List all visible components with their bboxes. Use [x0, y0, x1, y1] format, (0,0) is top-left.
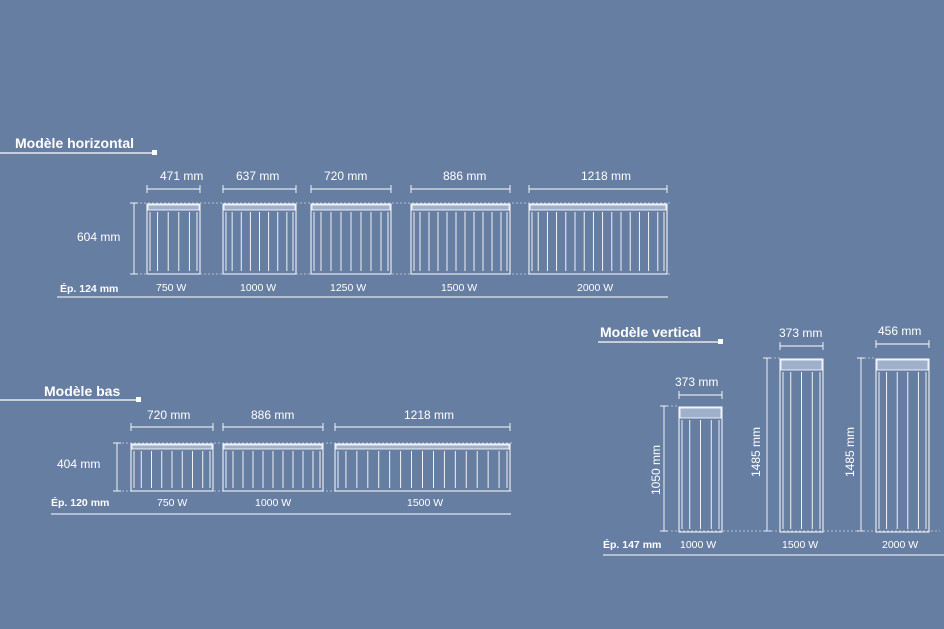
low-power-label: 750 W: [157, 497, 188, 509]
horizontal-power-label: 1000 W: [240, 282, 277, 294]
vertical-depth-label: Ép. 147 mm: [603, 539, 662, 551]
radiator-low-cap: [131, 444, 213, 450]
radiator-horizontal: [222, 203, 297, 275]
radiator-vertical: [875, 358, 930, 533]
horizontal-power-label: 2000 W: [577, 282, 614, 294]
radiator-low-frame: [334, 443, 511, 492]
vertical-height-label: 1485 mm: [749, 426, 763, 478]
horizontal-width-label: 1218 mm: [581, 169, 632, 183]
vertical-power-label: 1500 W: [782, 539, 819, 551]
radiator-low-frame: [222, 443, 324, 492]
radiator-vertical-frame: [779, 358, 824, 533]
vertical-width-label: 373 mm: [779, 326, 823, 340]
low-width-label: 1218 mm: [404, 408, 455, 422]
radiator-horizontal-frame: [310, 203, 392, 275]
radiator-low: [130, 443, 214, 492]
radiator-horizontal: [410, 203, 511, 275]
radiator-horizontal: [310, 203, 392, 275]
low-width-label: 886 mm: [251, 408, 295, 422]
horizontal-width-label: 720 mm: [324, 169, 368, 183]
vertical-power-label: 2000 W: [882, 539, 919, 551]
vertical-width-label: 373 mm: [675, 375, 719, 389]
low-width-label: 720 mm: [147, 408, 191, 422]
low-power-label: 1500 W: [407, 497, 444, 509]
radiator-horizontal-frame: [528, 203, 668, 275]
horizontal-title: Modèle horizontal: [15, 135, 134, 151]
radiator-horizontal-cap: [529, 204, 667, 211]
vertical-width-label: 456 mm: [878, 324, 922, 338]
radiator-vertical-frame: [875, 358, 930, 533]
radiator-horizontal-cap: [147, 204, 200, 211]
horizontal-width-label: 637 mm: [236, 169, 280, 183]
radiator-horizontal-cap: [311, 204, 391, 211]
vertical-title-rule-end: [718, 339, 723, 344]
radiator-horizontal-frame: [222, 203, 297, 275]
radiator-horizontal-cap: [411, 204, 510, 211]
low-power-label: 1000 W: [255, 497, 292, 509]
vertical-title: Modèle vertical: [600, 324, 702, 340]
radiator-low-cap: [335, 444, 510, 450]
low-depth-label: Ép. 120 mm: [51, 497, 110, 509]
radiator-low-frame: [130, 443, 214, 492]
horizontal-power-label: 1500 W: [441, 282, 478, 294]
horizontal-width-label: 471 mm: [160, 169, 204, 183]
radiator-horizontal-frame: [410, 203, 511, 275]
horizontal-width-label: 886 mm: [443, 169, 487, 183]
vertical-power-label: 1000 W: [680, 539, 717, 551]
radiator-vertical-cap: [780, 359, 823, 371]
radiator-vertical: [678, 406, 723, 533]
horizontal-title-rule-end: [152, 150, 157, 155]
radiator-vertical-frame: [678, 406, 723, 533]
horizontal-power-label: 1250 W: [330, 282, 367, 294]
horizontal-height-label: 604 mm: [77, 230, 121, 244]
radiator-horizontal-frame: [146, 203, 201, 275]
radiator-vertical-cap: [876, 359, 929, 371]
radiator-low: [334, 443, 511, 492]
vertical-height-label: 1050 mm: [649, 444, 663, 496]
horizontal-power-label: 750 W: [156, 282, 187, 294]
radiator-horizontal: [528, 203, 668, 275]
radiator-vertical-cap: [679, 407, 722, 419]
radiator-horizontal-cap: [223, 204, 296, 211]
radiator-vertical: [779, 358, 824, 533]
low-title-rule-end: [136, 397, 141, 402]
radiator-low: [222, 443, 324, 492]
low-title: Modèle bas: [44, 383, 121, 399]
radiator-low-cap: [223, 444, 323, 450]
vertical-height-label: 1485 mm: [843, 426, 857, 478]
radiator-horizontal: [146, 203, 201, 275]
low-height-label: 404 mm: [57, 457, 101, 471]
horizontal-depth-label: Ép. 124 mm: [60, 283, 119, 295]
